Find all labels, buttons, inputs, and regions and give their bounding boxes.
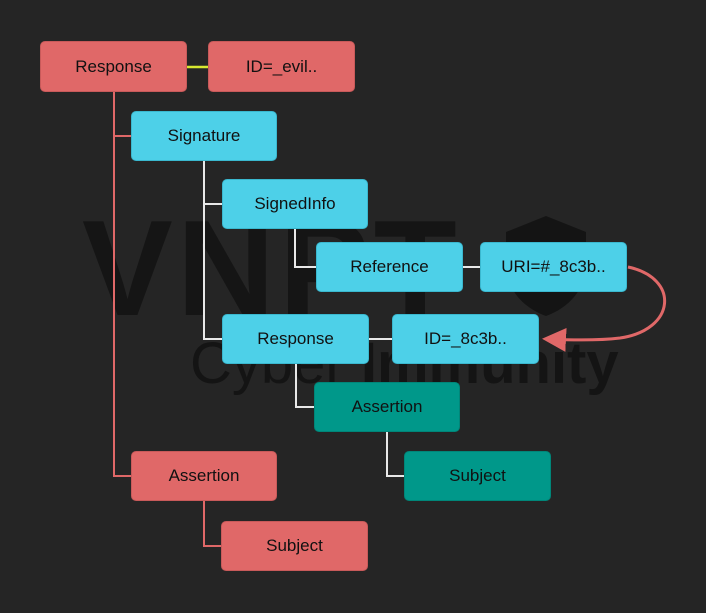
subject-outer-node: Subject xyxy=(221,521,368,571)
branch-assertion-inner-subject xyxy=(386,432,404,477)
branch-response-inner-assertion xyxy=(295,364,314,408)
assertion-outer-node: Assertion xyxy=(131,451,277,501)
branch-signature xyxy=(203,161,222,340)
id-evil-node: ID=_evil.. xyxy=(208,41,355,92)
branch-response-outer xyxy=(113,92,131,477)
response-outer-node: Response xyxy=(40,41,187,92)
signedinfo-node: SignedInfo xyxy=(222,179,368,229)
signature-node: Signature xyxy=(131,111,277,161)
subject-inner-node: Subject xyxy=(404,451,551,501)
uri-node: URI=#_8c3b.. xyxy=(480,242,627,292)
id-inner-node: ID=_8c3b.. xyxy=(392,314,539,364)
assertion-inner-node: Assertion xyxy=(314,382,460,432)
reference-node: Reference xyxy=(316,242,463,292)
branch-assertion-outer xyxy=(203,501,221,547)
branch-signedinfo-reference xyxy=(294,229,316,268)
uri-reference-arrow xyxy=(542,265,667,352)
response-inner-node: Response xyxy=(222,314,369,364)
